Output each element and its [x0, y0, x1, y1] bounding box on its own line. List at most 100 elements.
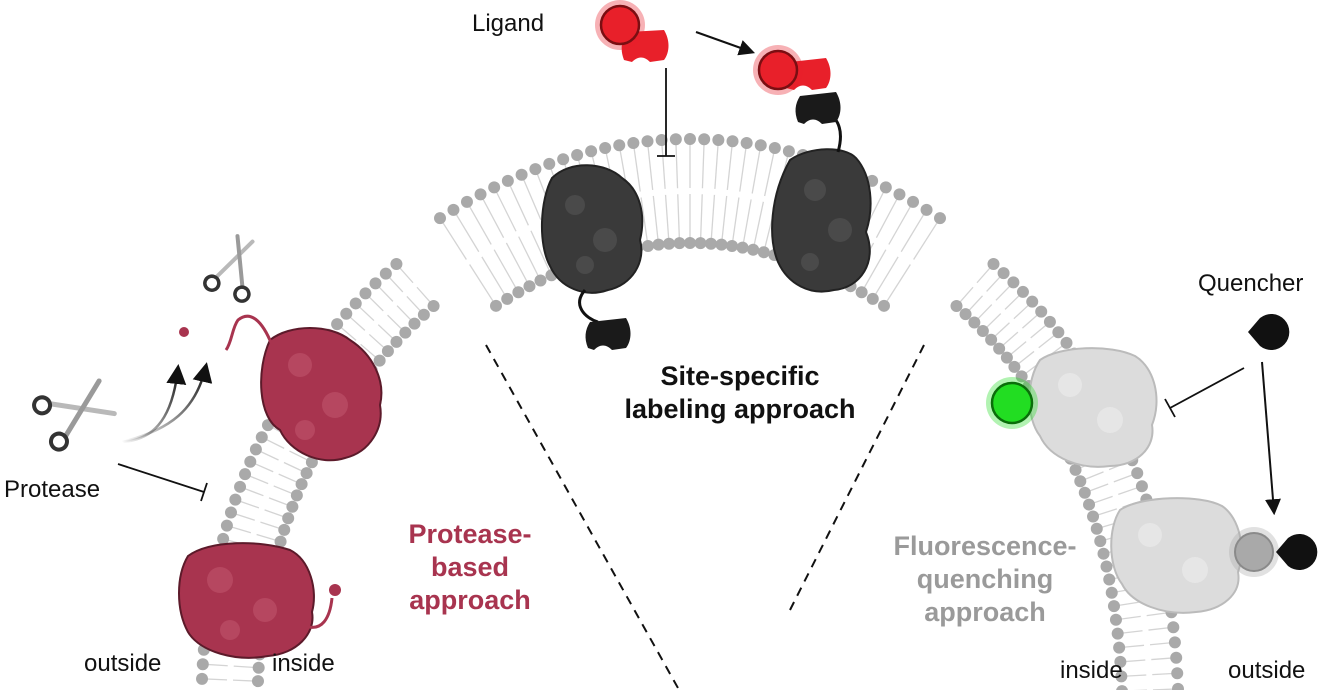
lipid-head	[1052, 326, 1065, 339]
lipid-head	[997, 267, 1010, 280]
quencher-inhibit-line	[1164, 367, 1245, 418]
lipid-head	[523, 280, 536, 293]
labeling-protein-right	[771, 148, 872, 293]
lipid-tail	[726, 141, 734, 191]
quench-protein-top	[1028, 347, 1158, 468]
lipid-head	[950, 300, 963, 313]
lipid-tail	[677, 194, 681, 244]
site-specific-title-line-2: labeling approach	[624, 393, 856, 424]
lipid-tail	[900, 209, 928, 253]
lipid-tail	[518, 236, 542, 281]
lipid-head	[1105, 586, 1118, 599]
lipid-head	[1000, 351, 1013, 364]
lipid-tail	[872, 256, 899, 300]
lipid-tail	[493, 187, 517, 232]
lipid-head	[669, 133, 682, 146]
right-outside-label: outside	[1228, 657, 1306, 684]
lipid-head	[501, 292, 514, 305]
lipid-tail	[481, 256, 508, 300]
lipid-head	[736, 241, 749, 254]
lipid-head	[1083, 498, 1096, 511]
lipid-tail	[875, 194, 901, 238]
lipid-head	[1097, 547, 1110, 560]
lipid-tail	[752, 201, 765, 250]
lipid-head	[251, 675, 264, 688]
lipid-head	[726, 239, 739, 252]
lipid-head	[673, 237, 686, 250]
lipid-head	[379, 267, 392, 280]
lipid-head	[1008, 360, 1021, 373]
lipid-head	[359, 287, 372, 300]
lipid-tail	[751, 145, 762, 194]
lipid-head	[390, 335, 403, 348]
lipid-head	[534, 274, 547, 287]
lipid-head	[1074, 475, 1087, 488]
quencher-arrow	[1261, 361, 1281, 516]
left-outside-label: outside	[84, 650, 162, 677]
lipid-head	[474, 188, 487, 201]
labeling-tag-linker-bottom	[578, 289, 599, 324]
lipid-tail	[452, 209, 480, 253]
lipid-head	[747, 243, 760, 256]
lipid-head	[1170, 651, 1183, 664]
lipid-tail	[640, 197, 649, 247]
lipid-head	[879, 181, 892, 194]
fluorophore-quenched	[1229, 527, 1279, 577]
lipid-head	[878, 299, 891, 312]
ligand-label: Ligand	[472, 10, 545, 37]
lipid-head	[1016, 285, 1029, 298]
lipid-head	[855, 286, 868, 299]
lipid-head	[704, 237, 717, 250]
lipid-tail	[507, 180, 529, 226]
lipid-head	[726, 135, 739, 148]
lipid-head	[712, 134, 725, 147]
lipid-head	[557, 153, 570, 166]
lipid-head	[613, 139, 626, 152]
lipid-head	[1168, 636, 1181, 649]
lipid-tail	[521, 174, 542, 221]
lipid-head	[987, 257, 1000, 270]
quencher-bound-icon	[1276, 534, 1318, 571]
lipid-head	[782, 145, 795, 158]
lipid-tail	[883, 264, 911, 307]
lipid-tail	[652, 195, 660, 245]
lipid-tail	[632, 142, 641, 192]
lipid-head	[373, 354, 386, 367]
lipid-head	[274, 535, 287, 548]
lipid-head	[920, 203, 933, 216]
lipid-head	[757, 246, 770, 259]
lipid-head	[993, 342, 1006, 355]
lipid-head	[627, 137, 640, 150]
left-inside-label: inside	[272, 650, 335, 677]
lipid-head	[1060, 336, 1073, 349]
protease-arc-arrow-2	[121, 362, 213, 444]
lipid-tail	[530, 230, 553, 276]
lipid-head	[715, 238, 728, 251]
site-specific-title: Site-specific labeling approach	[600, 360, 880, 426]
lipid-head	[244, 455, 257, 468]
lipid-head	[1115, 670, 1128, 683]
lipid-head	[196, 672, 209, 685]
separator-left	[485, 344, 679, 689]
lipid-head	[196, 658, 209, 671]
lipid-head	[390, 258, 403, 271]
lipid-head	[529, 163, 542, 176]
lipid-tail	[466, 201, 492, 245]
protease-inhibit-line	[117, 463, 208, 502]
lipid-head	[512, 286, 525, 299]
lipid-tail	[660, 139, 666, 189]
right-inside-label: inside	[1060, 657, 1123, 684]
lipid-head	[652, 238, 665, 251]
site-specific-title-line-1: Site-specific	[660, 361, 820, 391]
lipid-tail	[646, 141, 654, 191]
lipid-head	[1026, 295, 1039, 308]
lipid-head	[408, 317, 421, 330]
lipid-head	[641, 135, 654, 148]
lipid-tail	[714, 139, 720, 189]
lipid-head	[893, 188, 906, 201]
lipid-head	[369, 277, 382, 290]
lipid-tail	[741, 199, 752, 248]
lipid-head	[1015, 370, 1028, 383]
lipid-head	[571, 149, 584, 162]
ligand-bound	[753, 45, 831, 95]
